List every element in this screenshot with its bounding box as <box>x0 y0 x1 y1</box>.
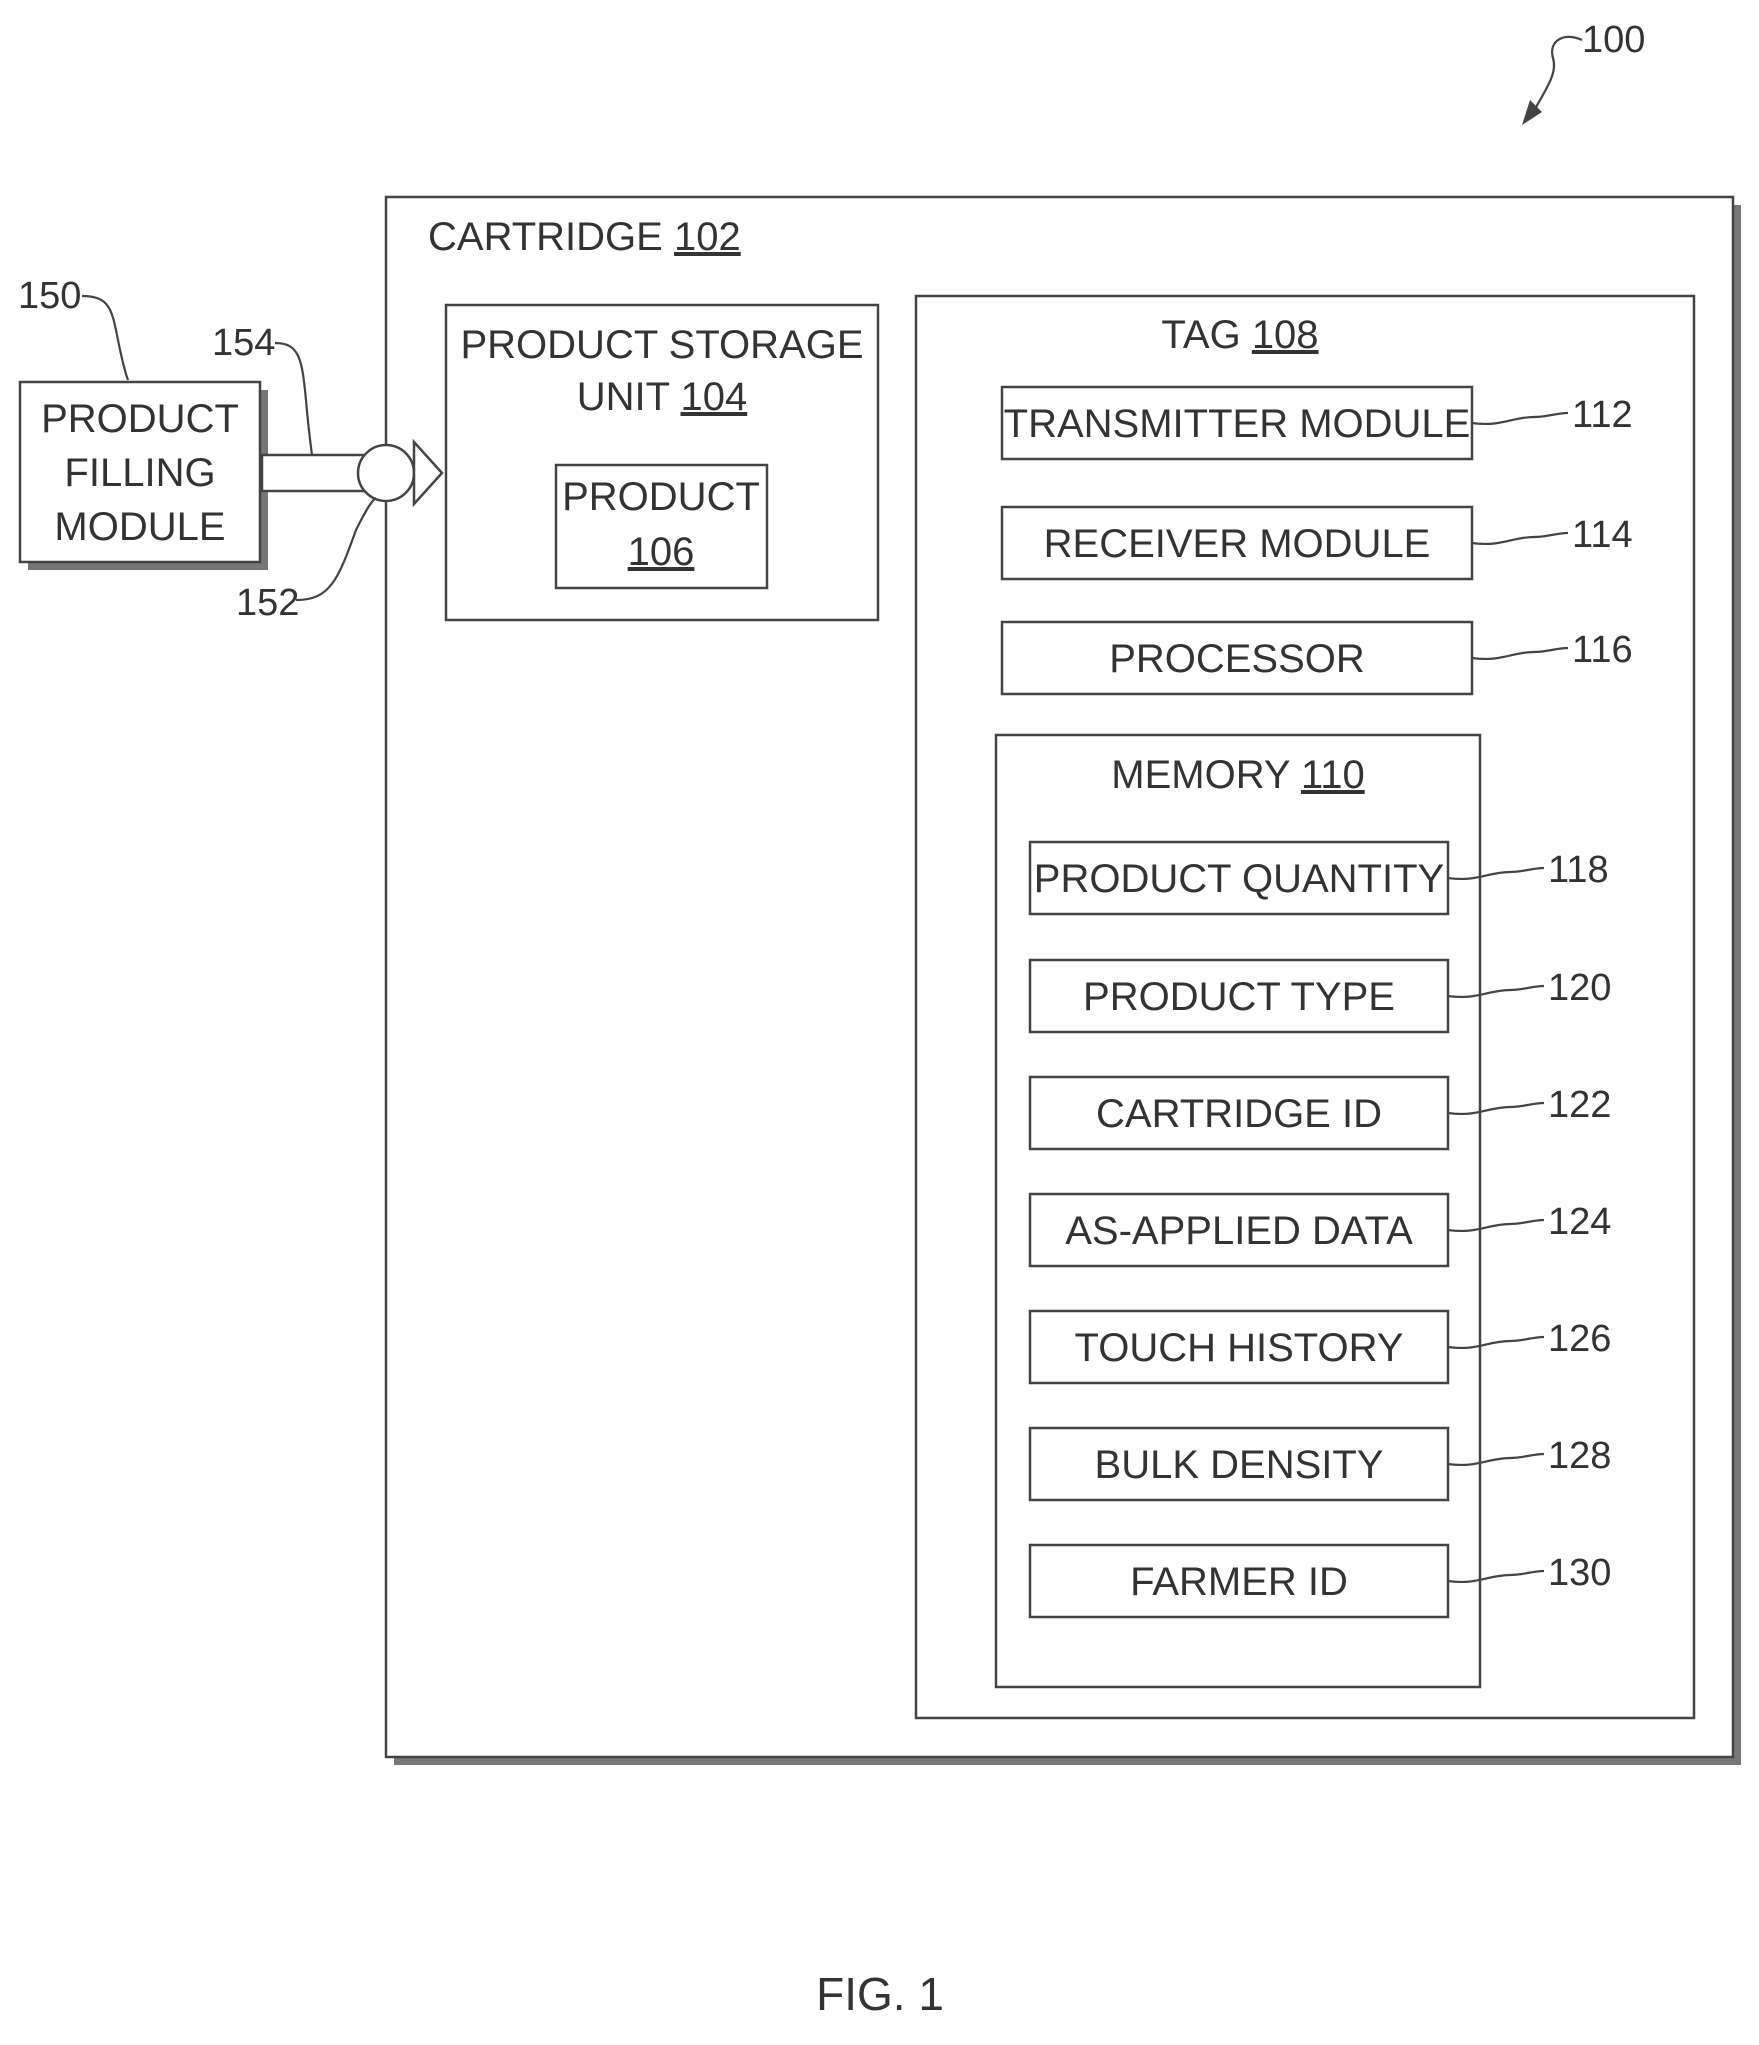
product-ref: 106 <box>628 530 695 574</box>
memory-item-label: PRODUCT TYPE <box>1083 975 1395 1019</box>
system-ref-group: 100 <box>1522 19 1645 125</box>
tag-module-label: PROCESSOR <box>1109 637 1365 681</box>
conduit-ref: 154 <box>212 322 275 364</box>
filling-module-leader <box>82 296 128 380</box>
tag-module-ref: 112 <box>1572 394 1633 436</box>
memory-item-ref: 122 <box>1548 1084 1611 1126</box>
memory-item-label: TOUCH HISTORY <box>1075 1326 1404 1370</box>
memory-item-ref: 124 <box>1548 1201 1611 1243</box>
tag-module-label: TRANSMITTER MODULE <box>1004 402 1471 446</box>
memory-item-ref: 118 <box>1548 849 1609 891</box>
memory-label: MEMORY 110 <box>1111 753 1364 797</box>
memory-item-label: PRODUCT QUANTITY <box>1034 857 1444 901</box>
memory-item-ref: 120 <box>1548 967 1611 1009</box>
filling-module-ref: 150 <box>18 275 81 317</box>
memory-item-label: CARTRIDGE ID <box>1096 1092 1382 1136</box>
memory-item-ref: 128 <box>1548 1435 1611 1477</box>
cartridge-label: CARTRIDGE 102 <box>428 215 741 259</box>
memory-item-label: AS-APPLIED DATA <box>1065 1209 1413 1253</box>
filling-module-box: PRODUCT FILLING MODULE 150 <box>18 275 268 570</box>
memory-item-label: FARMER ID <box>1130 1560 1348 1604</box>
port-circle <box>358 445 414 501</box>
figure-label: FIG. 1 <box>816 1968 944 2020</box>
conduit-leader <box>275 343 312 455</box>
product-label: PRODUCT <box>562 475 760 519</box>
filling-module-line3: MODULE <box>54 505 225 549</box>
filling-module-line2: FILLING <box>64 451 215 495</box>
tag-module-label: RECEIVER MODULE <box>1044 522 1431 566</box>
port-leader <box>296 498 376 600</box>
storage-unit-label-line2: UNIT 104 <box>577 375 747 419</box>
filling-module-line1: PRODUCT <box>41 397 239 441</box>
storage-unit-box: PRODUCT STORAGE UNIT 104 PRODUCT 106 <box>446 305 878 620</box>
tag-label: TAG 108 <box>1161 313 1318 357</box>
memory-item-label: BULK DENSITY <box>1095 1443 1384 1487</box>
storage-unit-label-line1: PRODUCT STORAGE <box>460 323 863 367</box>
system-ref-arrow-line <box>1530 37 1582 118</box>
tag-module-ref: 114 <box>1572 514 1633 556</box>
memory-item-ref: 130 <box>1548 1552 1611 1594</box>
system-ref: 100 <box>1582 19 1645 61</box>
memory-item-ref: 126 <box>1548 1318 1611 1360</box>
port-ref: 152 <box>236 582 299 624</box>
tag-module-ref: 116 <box>1572 629 1633 671</box>
